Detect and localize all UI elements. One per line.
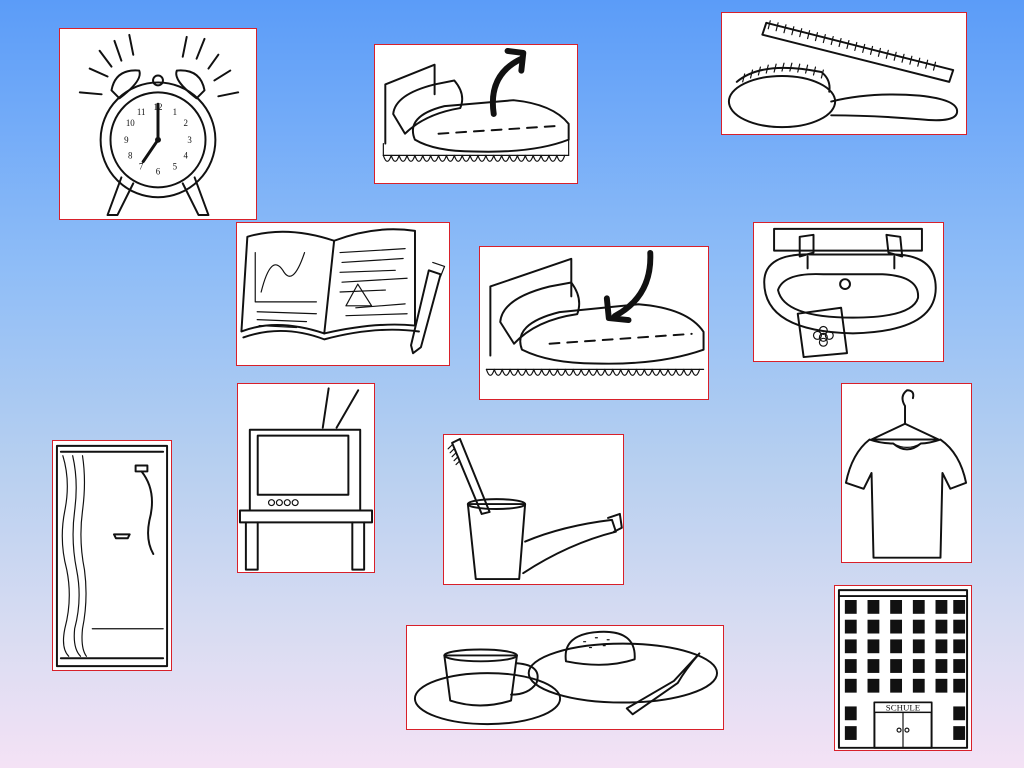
toothbrush-cup-icon — [447, 437, 623, 581]
comb-brush-icon — [727, 20, 959, 129]
alarm-clock-icon: 12 1 2 3 4 5 6 7 8 9 10 11 — [78, 33, 240, 217]
school-window — [890, 678, 903, 693]
clock-numeral-2: 2 — [183, 118, 187, 128]
clock-numeral-6: 6 — [156, 166, 161, 176]
school-building-icon: SCHULE — [837, 589, 969, 749]
shower-icon — [55, 444, 169, 668]
alarm-clock-card[interactable]: 12 1 2 3 4 5 6 7 8 9 10 11 — [59, 28, 257, 220]
school-window — [844, 726, 857, 740]
school-window — [953, 706, 966, 721]
school-window — [867, 678, 880, 693]
school-window — [867, 600, 880, 614]
school-sign: SCHULE — [886, 702, 920, 712]
clock-numeral-4: 4 — [183, 151, 188, 161]
clock-numeral-1: 1 — [173, 107, 177, 117]
school-window — [890, 639, 903, 654]
teeth-brushing-card[interactable] — [443, 434, 624, 585]
school-window — [844, 678, 857, 693]
school-window — [890, 600, 903, 614]
school-window — [935, 678, 948, 693]
tv-icon — [238, 387, 374, 571]
breakfast-card[interactable] — [406, 625, 724, 730]
school-window — [953, 619, 966, 634]
comb-brush-card[interactable] — [721, 12, 967, 135]
school-window — [912, 639, 925, 654]
clock-numeral-9: 9 — [124, 135, 129, 145]
school-window — [844, 639, 857, 654]
school-window — [844, 600, 857, 614]
school-window — [953, 678, 966, 693]
notebook-pen-icon — [240, 228, 446, 355]
school-window — [935, 659, 948, 673]
school-window — [935, 619, 948, 634]
bed-get-up-card[interactable] — [374, 44, 578, 184]
clock-numeral-7: 7 — [139, 162, 144, 172]
school-window — [953, 726, 966, 740]
clock-numeral-3: 3 — [187, 135, 192, 145]
breakfast-icon — [413, 630, 719, 726]
shower-card[interactable] — [52, 440, 172, 671]
school-window — [890, 619, 903, 634]
school-window — [844, 706, 857, 721]
clock-numeral-11: 11 — [137, 107, 146, 117]
sink-card[interactable] — [753, 222, 944, 362]
tshirt-card[interactable] — [841, 383, 972, 563]
school-window — [867, 659, 880, 673]
bed-arrow-up-icon — [382, 47, 570, 162]
clock-numeral-8: 8 — [128, 151, 133, 161]
school-window — [912, 659, 925, 673]
tshirt-hanger-icon — [844, 389, 968, 559]
school-window — [867, 639, 880, 654]
bed-arrow-down-icon — [485, 249, 705, 376]
clock-numeral-10: 10 — [126, 118, 135, 128]
homework-card[interactable] — [236, 222, 450, 366]
sink-towel-icon — [763, 227, 937, 359]
school-window — [912, 600, 925, 614]
school-window — [912, 619, 925, 634]
clock-numeral-5: 5 — [173, 162, 178, 172]
school-window — [953, 639, 966, 654]
school-window — [867, 619, 880, 634]
school-window — [844, 659, 857, 673]
school-window — [953, 659, 966, 673]
school-window — [890, 659, 903, 673]
school-window — [935, 639, 948, 654]
school-window — [912, 678, 925, 693]
television-card[interactable] — [237, 383, 375, 573]
school-window — [844, 619, 857, 634]
school-window — [953, 600, 966, 614]
bed-go-to-sleep-card[interactable] — [479, 246, 709, 400]
school-card[interactable]: SCHULE — [834, 585, 972, 751]
school-window — [935, 600, 948, 614]
